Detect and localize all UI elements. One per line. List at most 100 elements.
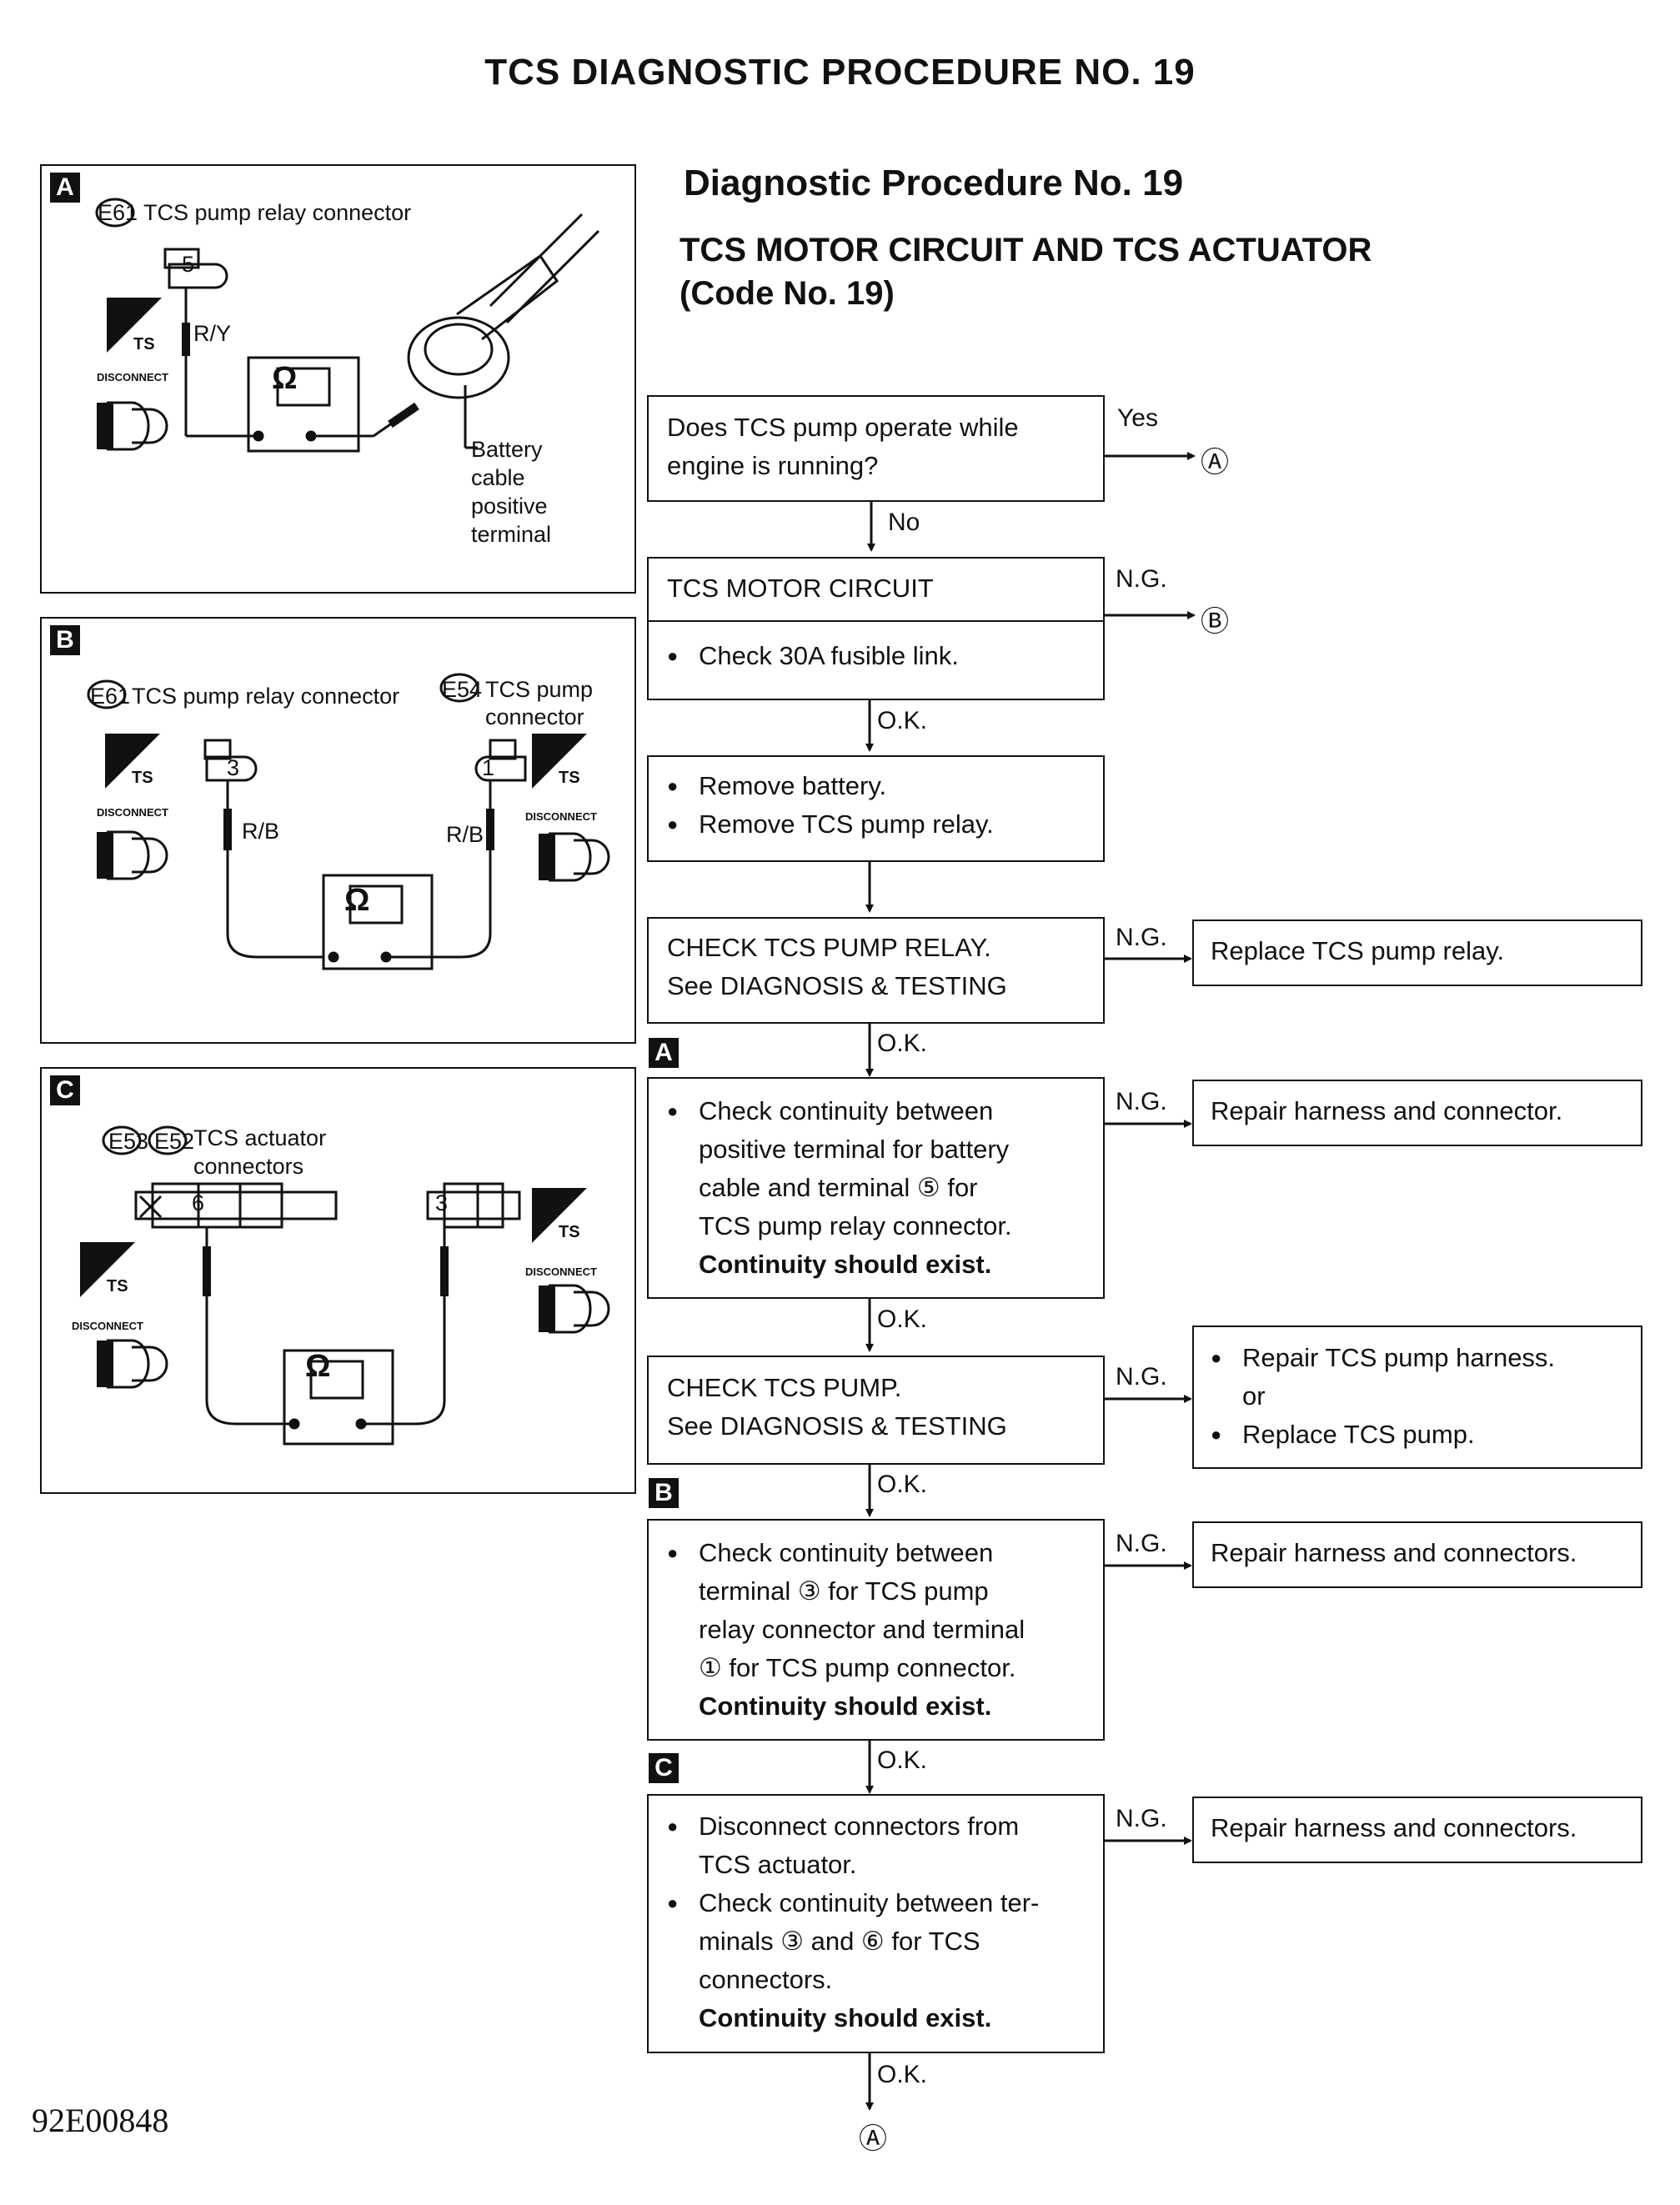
panel-b-disconnect-label: DISCONNECT	[97, 806, 168, 819]
step-c-result-box: Repair harness and connectors.	[1192, 1797, 1642, 1863]
panel-c-terminal2: 3	[435, 1190, 449, 1215]
ng-label: N.G.	[1116, 1805, 1167, 1832]
pump-check-line1: CHECK TCS PUMP.	[667, 1373, 902, 1402]
panel-b-terminal1: 3	[227, 755, 240, 780]
motor-circuit-box: TCS MOTOR CIRCUIT Check 30A fusible link…	[647, 557, 1105, 700]
pump-result-or: or	[1242, 1381, 1266, 1411]
panel-b-wire1: R/B	[242, 819, 280, 844]
ok-label: O.K.	[877, 1746, 928, 1774]
panel-c	[40, 1067, 636, 1494]
step-b-line1: Check continuity between	[699, 1538, 994, 1567]
panel-b-connector2-label-line2: connector	[485, 704, 584, 729]
panel-a-ts-label: TS	[133, 335, 155, 353]
goto-a-marker-end: Ⓐ	[859, 2123, 887, 2155]
panel-b-connector1-code: E61	[90, 684, 131, 709]
page-title: TCS DIAGNOSTIC PROCEDURE NO. 19	[484, 52, 1196, 93]
panel-b-tag: B	[50, 625, 80, 655]
panel-b-ts-label-right: TS	[559, 769, 580, 787]
step-b-line2: terminal ③ for TCS pump	[699, 1576, 989, 1606]
ok-label: O.K.	[877, 1030, 928, 1057]
figure-code: 92E00848	[32, 2102, 169, 2139]
no-label: No	[888, 509, 920, 536]
step-a-result-box: Repair harness and connector.	[1192, 1080, 1642, 1146]
panel-c-disconnect-label-right: DISCONNECT	[525, 1265, 597, 1278]
step-b-line5: Continuity should exist.	[699, 1691, 992, 1721]
panel-a-terminal: 5	[182, 252, 195, 277]
procedure-subheading: TCS MOTOR CIRCUIT AND TCS ACTUATOR	[680, 232, 1372, 268]
panel-c-ts-label-right: TS	[559, 1223, 580, 1241]
step-c-item1-line1: Disconnect connectors from	[699, 1812, 1020, 1841]
goto-a-marker: Ⓐ	[1201, 447, 1229, 479]
battery-label-line3: positive	[471, 494, 548, 519]
relay-check-line1: CHECK TCS PUMP RELAY.	[667, 933, 991, 962]
panel-a-battery-label: Battery cable positive terminal	[471, 435, 551, 549]
motor-circuit-title: TCS MOTOR CIRCUIT	[649, 559, 1103, 622]
step-a-line1: Check continuity between	[699, 1096, 994, 1125]
panel-a-meter-symbol: Ω	[272, 361, 298, 396]
step-c-item2-line1: Check continuity between ter-	[699, 1888, 1040, 1917]
panel-b-connector1-label: TCS pump relay connector	[132, 684, 400, 709]
panel-a-connector-label: TCS pump relay connector	[143, 200, 412, 225]
panel-b-meter-symbol: Ω	[344, 883, 370, 918]
step-tag-b: B	[649, 1478, 679, 1508]
remove-relay-item: Remove TCS pump relay.	[667, 805, 1085, 844]
step-b-result-text: Repair harness and connectors.	[1211, 1538, 1577, 1567]
panel-b-connector2-label-line1: TCS pump	[485, 677, 594, 702]
panel-b-wire2: R/B	[446, 822, 484, 847]
relay-check-box: CHECK TCS PUMP RELAY. See DIAGNOSIS & TE…	[647, 917, 1105, 1024]
battery-label-line1: Battery	[471, 437, 543, 462]
panel-c-connector1-code: E53	[108, 1129, 149, 1154]
pump-result-item1: Repair TCS pump harness.	[1211, 1339, 1624, 1377]
panel-c-diagram	[80, 1125, 610, 1446]
battery-label-line4: terminal	[471, 522, 552, 547]
panel-a-wire: R/Y	[193, 321, 232, 346]
remove-battery-item: Remove battery.	[667, 767, 1085, 805]
panel-a-diagram	[95, 198, 600, 453]
panel-c-disconnect-label: DISCONNECT	[72, 1320, 143, 1332]
step-c-result-text: Repair harness and connectors.	[1211, 1813, 1577, 1842]
panel-c-terminal1: 6	[192, 1190, 205, 1215]
panel-b-terminal2: 1	[482, 755, 495, 780]
step-a-item: Check continuity between positive termin…	[667, 1092, 1085, 1284]
panel-c-connector2-code: E52	[154, 1129, 195, 1154]
goto-b-marker: Ⓑ	[1201, 606, 1229, 638]
relay-result-box: Replace TCS pump relay.	[1192, 920, 1642, 986]
ng-label: N.G.	[1116, 565, 1167, 593]
relay-check-line2: See DIAGNOSIS & TESTING	[667, 971, 1007, 1000]
ok-label: O.K.	[877, 1305, 928, 1333]
step-tag-a: A	[649, 1038, 679, 1068]
panel-c-ts-label: TS	[107, 1277, 128, 1295]
relay-result-text: Replace TCS pump relay.	[1211, 936, 1505, 965]
battery-label-line2: cable	[471, 465, 525, 490]
panel-c-meter-symbol: Ω	[305, 1349, 331, 1384]
step-b-line3: relay connector and terminal	[699, 1615, 1026, 1644]
pump-result-item2: Replace TCS pump.	[1211, 1416, 1624, 1454]
procedure-heading: Diagnostic Procedure No. 19	[684, 163, 1184, 203]
step-a-line4: TCS pump relay connector.	[699, 1211, 1012, 1240]
panel-b	[40, 617, 636, 1044]
panel-c-label-line2: connectors	[193, 1154, 304, 1179]
panel-b-diagram	[87, 673, 610, 970]
panel-b-ts-label: TS	[132, 769, 153, 787]
panel-c-label-line1: TCS actuator	[193, 1125, 327, 1150]
ok-label: O.K.	[877, 1471, 928, 1498]
step-c-item2-line2: minals ③ and ⑥ for TCS	[699, 1927, 980, 1956]
panel-c-tag: C	[50, 1075, 80, 1105]
panel-b-disconnect-label-right: DISCONNECT	[525, 810, 597, 823]
ok-label: O.K.	[877, 2061, 928, 2088]
step-b-result-box: Repair harness and connectors.	[1192, 1521, 1642, 1588]
ok-label: O.K.	[877, 707, 928, 734]
step-c-item1-line2: TCS actuator.	[699, 1850, 857, 1879]
panel-a-connector-code: E61	[98, 200, 138, 225]
pump-result-box: Repair TCS pump harness. or Replace TCS …	[1192, 1326, 1642, 1469]
yes-label: Yes	[1117, 404, 1158, 432]
step-c-item1: Disconnect connectors from TCS actuator.	[667, 1807, 1085, 1884]
panel-a-tag: A	[50, 173, 80, 203]
pump-check-line2: See DIAGNOSIS & TESTING	[667, 1411, 1007, 1441]
question-line2: engine is running?	[667, 451, 879, 480]
panel-b-connector2-code: E54	[442, 677, 483, 702]
step-a-line5: Continuity should exist.	[699, 1250, 992, 1279]
step-b-line4: ① for TCS pump connector.	[699, 1653, 1016, 1682]
panel-a	[40, 164, 636, 594]
